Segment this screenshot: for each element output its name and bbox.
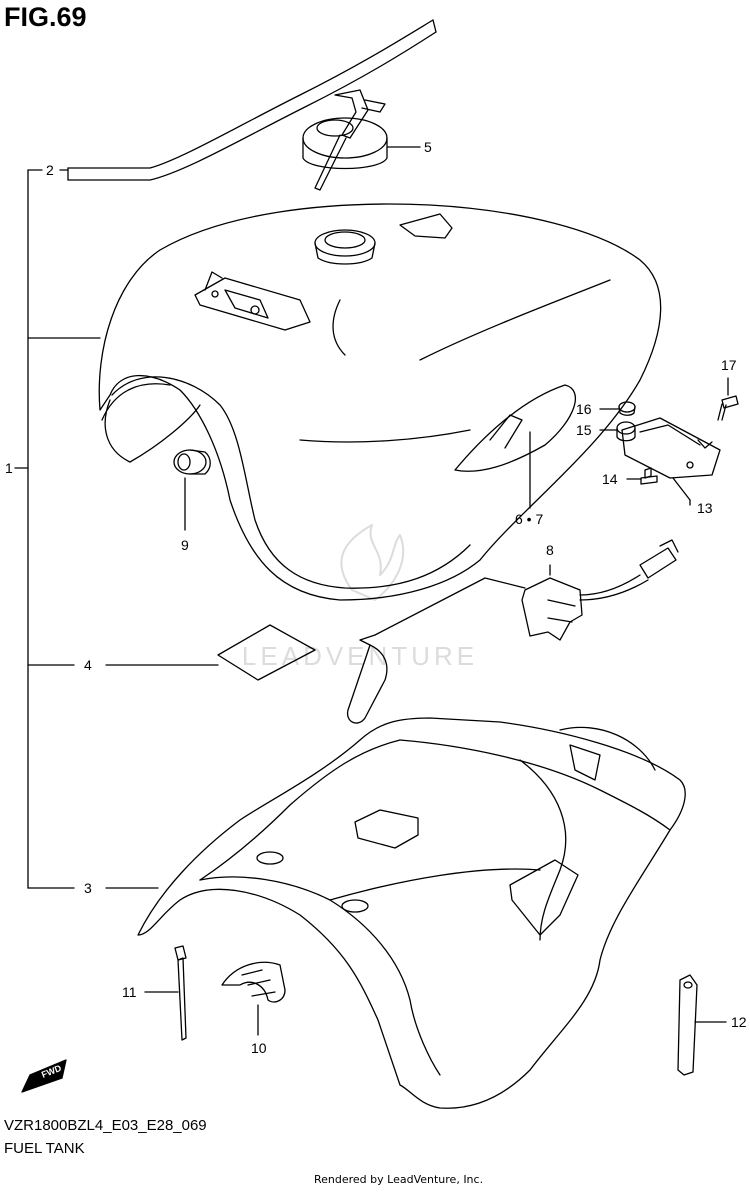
fuel-cap xyxy=(302,89,421,191)
callout-10: 10 xyxy=(251,1040,267,1056)
bolt-17 xyxy=(717,377,739,421)
collar-16 xyxy=(599,401,636,416)
callout-1: 1 xyxy=(5,460,13,476)
callout-14: 14 xyxy=(602,471,618,487)
callout-2: 2 xyxy=(46,162,54,178)
callout-5: 5 xyxy=(424,139,432,155)
clamp xyxy=(221,961,286,1036)
callout-8: 8 xyxy=(546,542,554,558)
callout-13: 13 xyxy=(697,500,713,516)
callout-9: 9 xyxy=(181,537,189,553)
callout-12: 12 xyxy=(731,1014,747,1030)
fuel-level-gauge xyxy=(346,539,679,724)
heat-shield-cover xyxy=(105,717,686,1109)
forward-direction-icon xyxy=(21,1059,67,1093)
rubber-cushion xyxy=(173,449,211,531)
callout-4: 4 xyxy=(84,657,92,673)
figure-title: FIG.69 xyxy=(4,2,87,32)
mounting-bracket xyxy=(621,417,721,506)
render-credit: Rendered by LeadVenture, Inc. xyxy=(314,1173,484,1186)
callout-3: 3 xyxy=(84,880,92,896)
callout-16: 16 xyxy=(576,401,592,417)
assembly-bracket xyxy=(14,169,101,889)
watermark-logo xyxy=(340,524,405,601)
fuel-hose-strip xyxy=(59,19,437,181)
cable-tie xyxy=(144,945,187,1041)
cushion-15 xyxy=(599,421,636,442)
watermark-text: LEADVENTURE xyxy=(242,641,478,671)
callout-6-7: 6 • 7 xyxy=(515,511,543,527)
callout-17: 17 xyxy=(721,357,737,373)
strap xyxy=(677,974,727,1076)
callout-15: 15 xyxy=(576,422,592,438)
label-sheet xyxy=(105,624,316,681)
diagram-name: FUEL TANK xyxy=(4,1140,85,1157)
callout-11: 11 xyxy=(122,984,137,1000)
diagram-code: VZR1800BZL4_E03_E28_069 xyxy=(4,1117,207,1134)
bolt-14 xyxy=(626,467,658,485)
